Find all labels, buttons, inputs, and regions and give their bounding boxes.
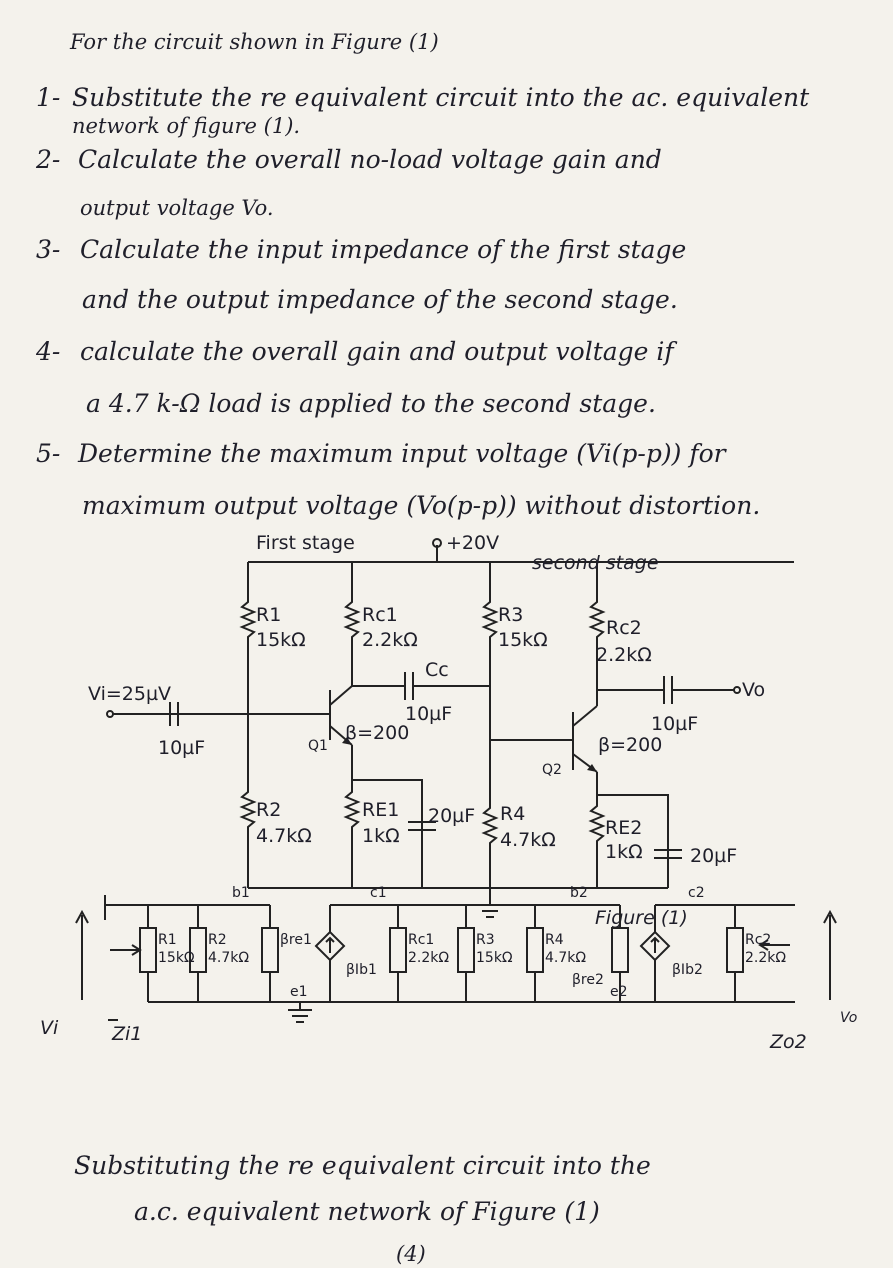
item-5-line-1: Determine the maximum input voltage (Vi(… bbox=[78, 439, 726, 468]
equiv-vo-label: Vo bbox=[840, 1010, 858, 1026]
ce1-label: 20µF bbox=[428, 805, 476, 827]
r4-value: 4.7kΩ bbox=[500, 829, 556, 851]
footer-line-1: Substituting the re equivalent circuit i… bbox=[74, 1151, 651, 1180]
eq-rc1-value: 2.2kΩ bbox=[408, 950, 450, 966]
item-4-line-1: calculate the overall gain and output vo… bbox=[80, 337, 674, 366]
rc2-label: Rc2 bbox=[606, 617, 642, 639]
e2-label: e2 bbox=[610, 984, 628, 1000]
eq-r4-label: R4 bbox=[545, 932, 564, 948]
r3-value: 15kΩ bbox=[498, 629, 548, 651]
first-stage-label: First stage bbox=[256, 532, 355, 554]
beta1-label: β=200 bbox=[345, 722, 410, 744]
eq-bib2-label: βIb2 bbox=[672, 962, 703, 978]
rc2-value: 2.2kΩ bbox=[596, 644, 652, 666]
vcc-label: +20V bbox=[446, 532, 500, 554]
r1-value: 15kΩ bbox=[256, 629, 306, 651]
ce2-label: 20µF bbox=[690, 845, 738, 867]
eq-bre1-label: βre1 bbox=[280, 932, 312, 948]
rc1-label: Rc1 bbox=[362, 604, 398, 626]
item-1-line-2: network of figure (1). bbox=[72, 114, 301, 138]
footer-line-2: a.c. equivalent network of Figure (1) bbox=[134, 1197, 600, 1226]
figure-caption: Figure (1) bbox=[595, 907, 688, 929]
eq-r3-value: 15kΩ bbox=[476, 950, 513, 966]
rc1-value: 2.2kΩ bbox=[362, 629, 418, 651]
zi1-label: Zi1 bbox=[112, 1023, 143, 1045]
eq-r2-label: R2 bbox=[208, 932, 227, 948]
vi-label: Vi=25µV bbox=[88, 683, 172, 705]
cc-value: 10µF bbox=[405, 703, 453, 725]
eq-bre2-label: βre2 bbox=[572, 972, 604, 988]
item-3-number: 3- bbox=[36, 235, 61, 264]
cin-label: 10µF bbox=[158, 737, 206, 759]
eq-r4-value: 4.7kΩ bbox=[545, 950, 587, 966]
r2-value: 4.7kΩ bbox=[256, 825, 312, 847]
eq-rc2-value: 2.2kΩ bbox=[745, 950, 787, 966]
second-stage-label: second stage bbox=[532, 552, 659, 574]
eq-r2-value: 4.7kΩ bbox=[208, 950, 250, 966]
item-5-line-2: maximum output voltage (Vo(p-p)) without… bbox=[82, 491, 761, 520]
item-5-number: 5- bbox=[36, 439, 61, 468]
item-2-number: 2- bbox=[36, 145, 61, 174]
item-2-line-2: output voltage Vo. bbox=[80, 196, 274, 220]
eq-r1-label: R1 bbox=[158, 932, 177, 948]
re2-value: 1kΩ bbox=[605, 841, 643, 863]
item-3-line-2: and the output impedance of the second s… bbox=[82, 285, 678, 314]
r4-label: R4 bbox=[500, 803, 526, 825]
item-2-line-1: Calculate the overall no-load voltage ga… bbox=[78, 145, 662, 174]
b1-label: b1 bbox=[232, 885, 250, 901]
re1-label: RE1 bbox=[362, 799, 400, 821]
q2-label: Q2 bbox=[542, 762, 562, 778]
c2-label: c2 bbox=[688, 885, 705, 901]
q1-label: Q1 bbox=[308, 738, 328, 754]
item-4-line-2: a 4.7 k-Ω load is applied to the second … bbox=[86, 389, 656, 418]
item-4-number: 4- bbox=[36, 337, 61, 366]
equiv-vi-label: Vi bbox=[40, 1017, 59, 1039]
re2-label: RE2 bbox=[605, 817, 643, 839]
r1-label: R1 bbox=[256, 604, 282, 626]
page-marker: (4) bbox=[396, 1242, 426, 1266]
zo2-label: Zo2 bbox=[770, 1031, 807, 1053]
vo-label: Vo bbox=[742, 679, 766, 701]
beta2-label: β=200 bbox=[598, 734, 663, 756]
eq-r1-value: 15kΩ bbox=[158, 950, 195, 966]
r2-label: R2 bbox=[256, 799, 282, 821]
eq-rc2-label: Rc2 bbox=[745, 932, 772, 948]
eq-r3-label: R3 bbox=[476, 932, 495, 948]
header-text: For the circuit shown in Figure (1) bbox=[70, 30, 439, 54]
r3-label: R3 bbox=[498, 604, 524, 626]
re1-value: 1kΩ bbox=[362, 825, 400, 847]
item-1-number: 1- bbox=[36, 83, 61, 112]
cout-label: 10µF bbox=[651, 713, 699, 735]
item-1-line-1: Substitute the re equivalent circuit int… bbox=[72, 83, 810, 112]
c1-label: c1 bbox=[370, 885, 387, 901]
item-3-line-1: Calculate the input impedance of the fir… bbox=[80, 235, 687, 264]
cc-label: Cc bbox=[425, 659, 449, 681]
eq-bib1-label: βIb1 bbox=[346, 962, 377, 978]
b2-label: b2 bbox=[570, 885, 588, 901]
eq-rc1-label: Rc1 bbox=[408, 932, 435, 948]
e1-label: e1 bbox=[290, 984, 308, 1000]
